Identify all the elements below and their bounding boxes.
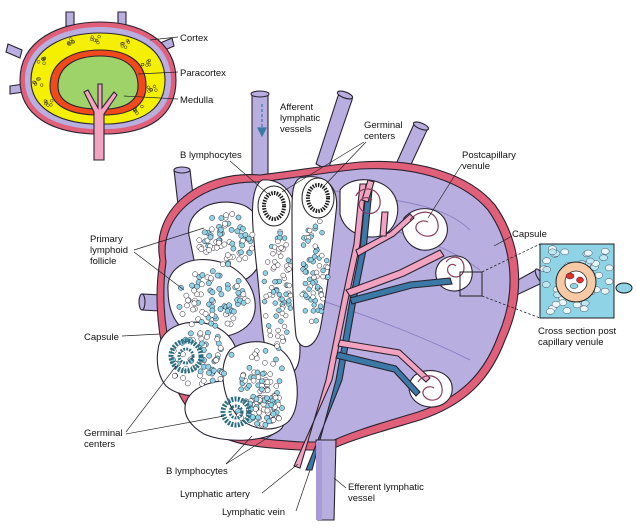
label-paracortex: Paracortex bbox=[180, 68, 226, 79]
label-lymphatic-artery: Lymphatic artery bbox=[180, 489, 250, 500]
label-capsule-left: Capsule bbox=[84, 332, 119, 343]
label-postcapillary-1: Postcapillary bbox=[462, 150, 516, 161]
label-capsule-right: Capsule bbox=[512, 229, 547, 240]
postcapillary-venules bbox=[355, 188, 465, 401]
label-afferent-2: lymphatic bbox=[280, 113, 320, 124]
label-primary-1: Primary bbox=[90, 234, 123, 245]
label-cortex: Cortex bbox=[180, 33, 208, 44]
lymphocyte-cells bbox=[170, 211, 331, 429]
label-efferent-2: vessel bbox=[348, 493, 375, 504]
blood-vessels bbox=[293, 179, 453, 471]
label-afferent-3: vessels bbox=[280, 124, 312, 135]
label-efferent-1: Efferent lymphatic bbox=[348, 482, 424, 493]
label-germinal-top-1: Germinal bbox=[364, 120, 403, 131]
label-germinal-bottom-1: Germinal bbox=[84, 428, 123, 439]
cross-section-inset bbox=[459, 243, 633, 319]
inset-node-overview bbox=[5, 11, 177, 161]
lymphatic-artery-vessel bbox=[293, 183, 367, 469]
label-germinal-top-2: centers bbox=[364, 131, 395, 142]
germinal-centers-top bbox=[257, 177, 335, 227]
label-cross-section-2: capillary venule bbox=[538, 337, 603, 348]
label-primary-3: follicle bbox=[90, 256, 116, 267]
germinal-centers-lower bbox=[168, 338, 252, 428]
label-b-lymphocytes-top: B lymphocytes bbox=[180, 150, 242, 161]
label-medulla: Medulla bbox=[180, 95, 214, 106]
main-lymph-node bbox=[138, 90, 546, 521]
label-cross-section-1: Cross section post bbox=[538, 326, 617, 337]
annotation-layer: Afferent lymphatic vessels Germinal cent… bbox=[84, 102, 617, 518]
inset-medulla bbox=[57, 55, 139, 110]
label-primary-2: lymphoid bbox=[90, 245, 128, 256]
label-b-lymphocytes-bottom: B lymphocytes bbox=[166, 466, 228, 477]
label-afferent-1: Afferent bbox=[280, 102, 313, 113]
label-germinal-bottom-2: centers bbox=[84, 439, 115, 450]
label-lymphatic-vein: Lymphatic vein bbox=[222, 507, 285, 518]
label-postcapillary-2: venule bbox=[462, 161, 490, 172]
